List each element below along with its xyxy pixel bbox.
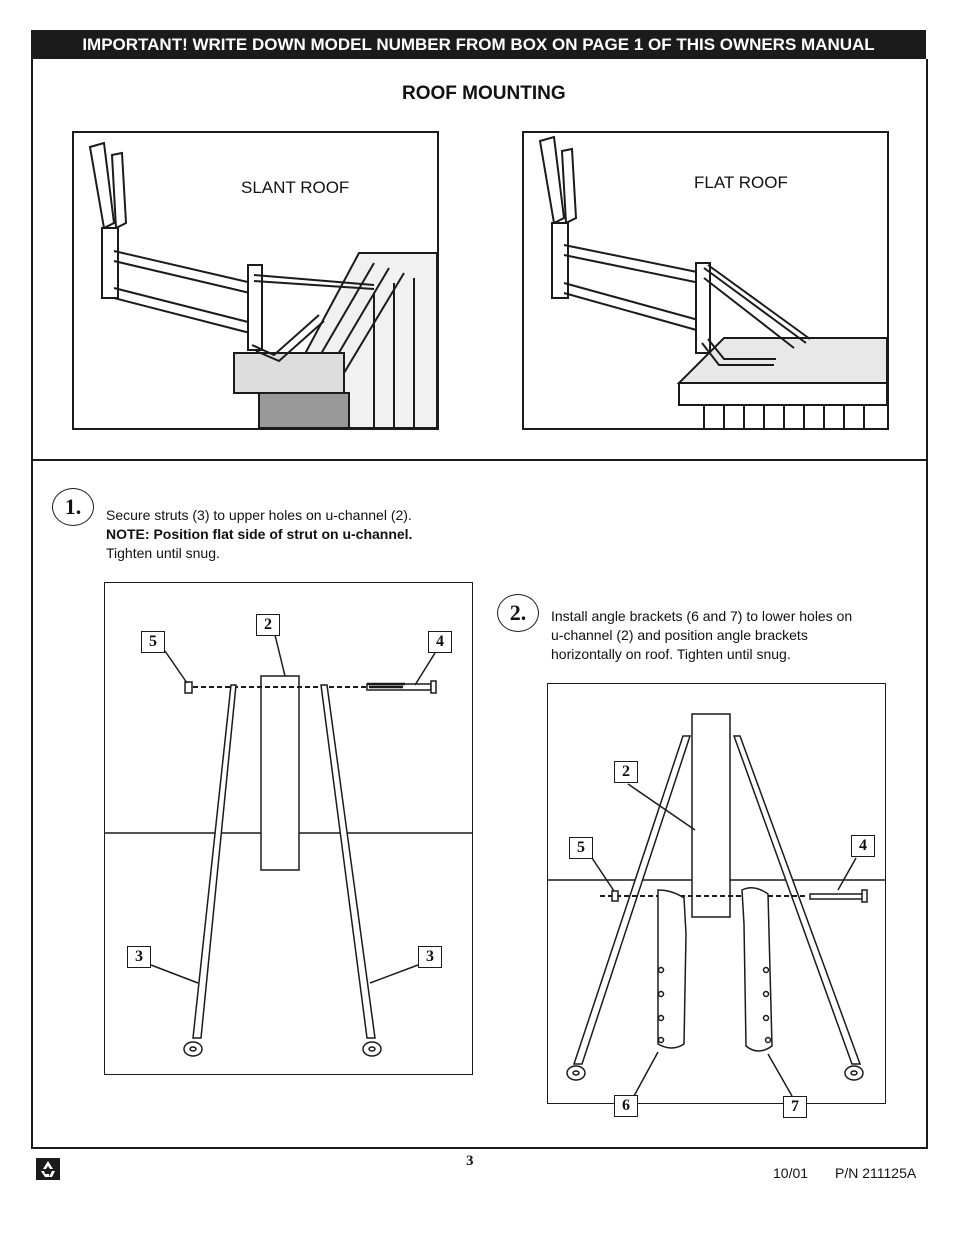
step-1-text: Secure struts (3) to upper holes on u-ch… bbox=[106, 507, 412, 523]
important-banner: IMPORTANT! WRITE DOWN MODEL NUMBER FROM … bbox=[31, 30, 926, 59]
step-1-drawing bbox=[105, 634, 472, 1057]
step-1-number: 1. bbox=[52, 488, 94, 526]
callout-2: 2 bbox=[256, 614, 280, 636]
callout-7: 7 bbox=[783, 1096, 807, 1118]
step-2-line-2: u-channel (2) and position angle bracket… bbox=[551, 627, 808, 643]
page-frame bbox=[31, 59, 928, 1149]
callout-3-right: 3 bbox=[418, 946, 442, 968]
step-2-number: 2. bbox=[497, 594, 539, 632]
footer-part-number: P/N 211125A bbox=[835, 1165, 917, 1181]
callout-4: 4 bbox=[428, 631, 452, 653]
flat-roof-illustration: FLAT ROOF bbox=[522, 131, 889, 430]
slant-roof-label: SLANT ROOF bbox=[241, 178, 350, 197]
step-1-diagram: 5 2 4 3 3 bbox=[104, 582, 473, 1075]
recycle-icon bbox=[36, 1158, 60, 1185]
slant-roof-drawing bbox=[88, 141, 438, 429]
callout-5-step2: 5 bbox=[569, 837, 593, 859]
callout-6: 6 bbox=[614, 1095, 638, 1117]
step-2-instructions: Install angle brackets (6 and 7) to lowe… bbox=[551, 607, 852, 664]
flat-roof-drawing bbox=[538, 135, 888, 428]
step-2-line-1: Install angle brackets (6 and 7) to lowe… bbox=[551, 608, 853, 624]
section-divider bbox=[31, 459, 926, 461]
step-2-line-3: horizontally on roof. Tighten until snug… bbox=[551, 646, 791, 662]
callout-5: 5 bbox=[141, 631, 165, 653]
slant-roof-illustration: SLANT ROOF bbox=[72, 131, 439, 430]
step-1-note: NOTE: Position flat side of strut on u-c… bbox=[106, 526, 413, 542]
step-1-instructions: Secure struts (3) to upper holes on u-ch… bbox=[106, 506, 412, 563]
section-title: ROOF MOUNTING bbox=[402, 83, 566, 104]
flat-roof-label: FLAT ROOF bbox=[694, 173, 788, 192]
callout-3-left: 3 bbox=[127, 946, 151, 968]
page-number: 3 bbox=[466, 1153, 474, 1169]
step-2-drawing bbox=[548, 713, 885, 1097]
footer-date: 10/01 bbox=[773, 1165, 809, 1181]
callout-4-step2: 4 bbox=[851, 835, 875, 857]
step-1-text2: Tighten until snug. bbox=[106, 545, 220, 561]
step-2-diagram: 2 5 4 6 7 bbox=[547, 683, 886, 1118]
callout-2-step2: 2 bbox=[614, 761, 638, 783]
